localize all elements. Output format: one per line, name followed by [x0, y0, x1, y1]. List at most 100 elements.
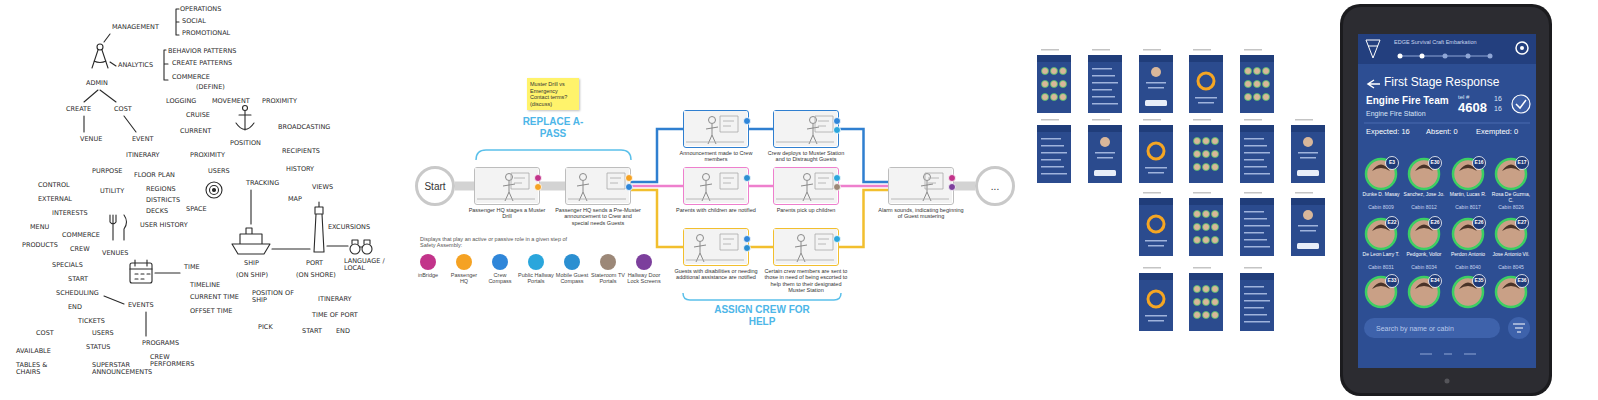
phase-bracket	[683, 293, 841, 300]
display-dot	[535, 184, 542, 191]
sketch-note: DECKS	[146, 208, 168, 215]
tablet-mockup	[1516, 100, 1526, 108]
sketch-figure	[801, 181, 813, 201]
terminal-text: ...	[991, 181, 999, 192]
sketch-ground	[684, 168, 747, 203]
sketch-note: INTERESTS	[52, 210, 88, 217]
wireframe-screens	[1088, 125, 1122, 132]
sketch-note: START	[302, 328, 322, 335]
sketch-note: USERS	[208, 168, 230, 175]
sketch-note: AVAILABLE	[16, 348, 51, 355]
mind-map-sketch	[164, 50, 168, 80]
wireframe-screens	[1291, 198, 1325, 205]
crew-cabin: Cabin 8031	[1368, 265, 1394, 271]
wireframe-screens	[1088, 125, 1122, 183]
search-placeholder: Search by name or cabin	[1376, 325, 1454, 333]
wireframe-screens	[1254, 81, 1261, 88]
wireframe-screens	[1194, 138, 1201, 145]
storyboard-sketch	[684, 168, 747, 203]
legend-text: Stateroom TV Portals	[590, 272, 626, 285]
legend-item: Crew Compass	[482, 254, 518, 285]
storyboard-card: Certain crew members are sent to those i…	[763, 228, 849, 293]
wireframe-screens	[1189, 125, 1223, 132]
tablet-mockup	[1445, 379, 1450, 384]
mind-map-sketch	[92, 50, 108, 68]
wireframe-screens	[1244, 293, 1267, 295]
sketch-note: LANGUAGE / LOCAL	[344, 258, 390, 273]
wireframe-screens	[1151, 67, 1161, 77]
wireframe-screens	[1097, 157, 1113, 159]
sketch-note: RECIPIENTS	[282, 148, 320, 155]
crew-badge: E35	[1475, 278, 1484, 284]
wireframe-screens	[1244, 232, 1264, 234]
wireframe-screens	[1203, 211, 1210, 218]
wireframe-screens	[1088, 55, 1122, 113]
sketch-figure	[503, 181, 515, 201]
tablet-mockup	[1358, 34, 1536, 64]
sketch-note: TIME OF PORT	[312, 312, 358, 319]
sketch-figure	[804, 174, 811, 181]
wireframe-screens	[1244, 267, 1262, 269]
tablet-mockup	[1343, 7, 1549, 393]
flow-connector	[749, 128, 773, 131]
flow-connector	[631, 190, 683, 247]
wireframe-screens	[1244, 239, 1267, 241]
crew-badge: E27	[1518, 220, 1527, 226]
display-dot	[744, 175, 751, 182]
wireframe-screens	[1212, 299, 1219, 306]
legend-text: inBridge	[410, 272, 446, 278]
storyboard-card: Announcement made to Crew members	[673, 110, 759, 163]
legend-text: Passenger HQ	[446, 272, 482, 285]
flow-connector	[631, 185, 683, 188]
crew-badge: E22	[1388, 220, 1397, 226]
sketch-figure	[700, 181, 712, 201]
crew-avatars	[1409, 159, 1439, 189]
wireframe-screens	[1041, 145, 1064, 147]
wireframe-screens	[1194, 164, 1201, 171]
sketch-note: CRUISE	[186, 112, 210, 119]
sketch-note: END	[68, 304, 82, 311]
wireframe-screens	[1139, 198, 1173, 205]
crew-avatars	[1496, 277, 1526, 307]
sketch-note: COST	[36, 330, 54, 337]
crew-avatars	[1366, 219, 1396, 249]
storyboard-sketch	[774, 168, 837, 203]
sketch-ground	[566, 168, 629, 203]
flow-connector	[749, 246, 773, 249]
wireframe-screens	[1139, 125, 1173, 183]
step-caption: Parents pick up children	[763, 207, 849, 213]
tablet-mockup	[1466, 54, 1471, 59]
wireframe-screens	[1042, 94, 1049, 101]
mind-map-sketch	[206, 182, 222, 198]
mind-map-sketch	[84, 116, 136, 132]
wireframe-screens	[1194, 237, 1201, 244]
sketch-note: FLOOR PLAN	[134, 172, 175, 179]
legend-swatch	[564, 254, 580, 270]
wireframe-screens	[1297, 170, 1319, 176]
terminal-text: Start	[424, 181, 445, 192]
wireframe-screens	[1193, 192, 1211, 194]
crew-badge: E34	[1431, 278, 1440, 284]
wireframe-screens	[1212, 164, 1219, 171]
wireframe-screens	[1037, 49, 1325, 331]
sketch-figure	[703, 174, 710, 181]
wireframe-screens	[1244, 300, 1270, 302]
wireframe-screens	[1139, 198, 1173, 256]
sketch-note: (ON SHIP)	[236, 272, 268, 279]
legend-item: Stateroom TV Portals	[590, 254, 626, 285]
legend-item: Mobile Guest Compass	[554, 254, 590, 285]
wireframe-screens	[1189, 273, 1223, 331]
storyboard-sketch	[684, 229, 747, 264]
crew-avatars	[1453, 159, 1483, 189]
legend-item: Passenger HQ	[446, 254, 482, 285]
end-circle: ...	[975, 166, 1015, 206]
sketch-note: PROGRAMS	[142, 340, 179, 347]
mind-map-sketch	[314, 202, 324, 252]
wireframe-screens	[1060, 81, 1067, 88]
mind-map-sketch	[110, 215, 127, 240]
sketch-note: LOGGING	[166, 98, 196, 105]
legend-text: Mobile Guest Compass	[554, 272, 590, 285]
storyboard-frame	[565, 167, 631, 205]
display-dot	[535, 175, 542, 182]
